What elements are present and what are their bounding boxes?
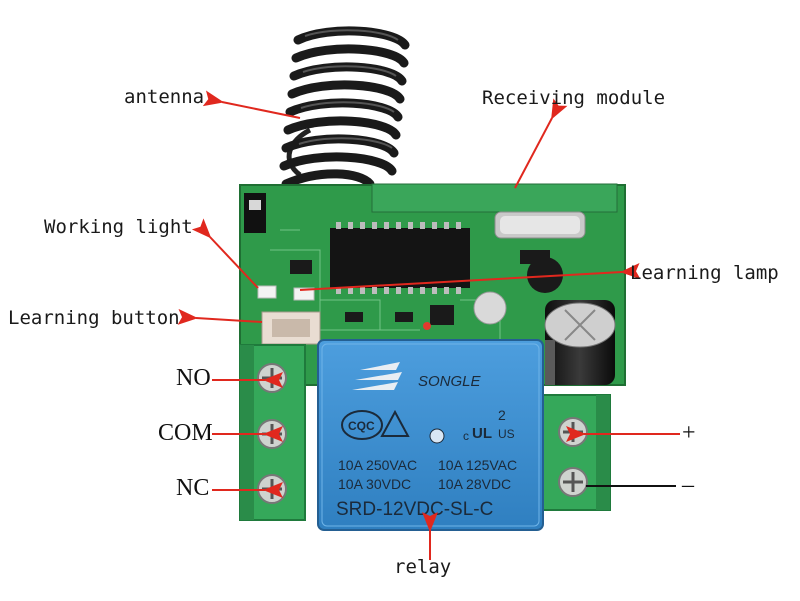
working-light-label: Working light (44, 216, 193, 238)
antenna-coil (279, 26, 410, 189)
relay-brand: SONGLE (418, 373, 482, 390)
relay-mark-number: 2 (498, 407, 506, 423)
ul-mark-icon: UL (472, 425, 492, 442)
ul-c-mark: c (463, 429, 469, 443)
relay-rating-2: 10A 125VAC (438, 457, 517, 473)
relay-label: relay (394, 556, 452, 578)
terminal-com-label: COM (158, 420, 213, 446)
warning-triangle-icon (380, 409, 410, 437)
right-terminal-block (539, 394, 611, 511)
learning-button-label: Learning button (8, 307, 180, 329)
relay-model: SRD-12VDC-SL-C (336, 499, 493, 520)
terminal-minus-label: – (682, 472, 694, 498)
terminal-nc-label: NC (176, 475, 210, 501)
callout-arrows (177, 90, 680, 560)
antenna-label: antenna (124, 86, 205, 108)
relay-rating-4: 10A 28VDC (438, 476, 511, 492)
cqc-mark-icon: CQC (341, 410, 383, 440)
learning-lamp-label: Learning lamp (630, 262, 779, 284)
terminal-no-label: NO (176, 365, 211, 391)
cqc-mark-text: CQC (348, 419, 375, 433)
songle-logo-icon (352, 362, 402, 390)
receiving-module-label: Receiving module (482, 87, 666, 109)
relay-component: SONGLE CQC c UL 2 US 10A 250VAC 10A 125V… (317, 339, 544, 531)
relay-rating-3: 10A 30VDC (338, 476, 411, 492)
capacitor (544, 300, 616, 385)
ul-us-mark: US (498, 427, 515, 441)
relay-rating-1: 10A 250VAC (338, 457, 417, 473)
terminal-plus-label: + (682, 420, 696, 446)
left-terminal-block (239, 344, 306, 521)
